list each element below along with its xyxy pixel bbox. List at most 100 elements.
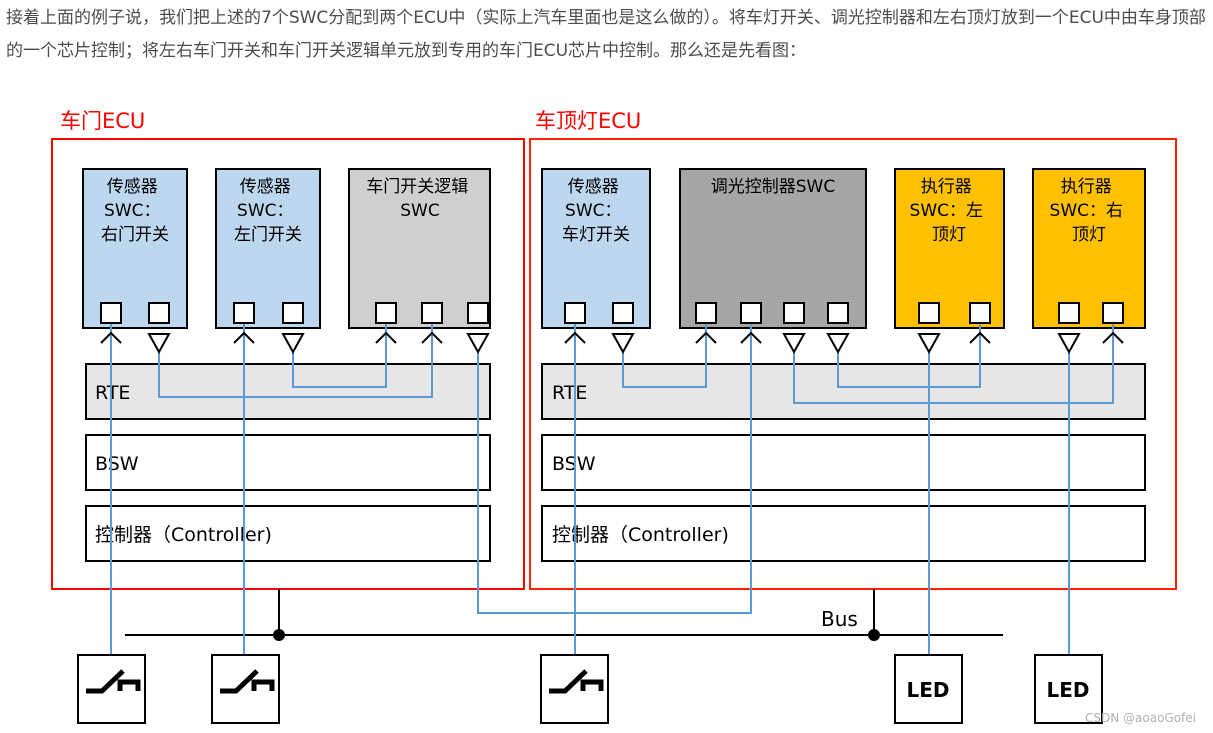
door-bsw-layer: [85, 434, 491, 491]
light-switch-device: [540, 654, 609, 724]
sender-triangle-icon: [611, 333, 635, 355]
swc-door-switch-logic-line2: SWC: [400, 201, 439, 221]
connector-rte-light-switch-to-dimmer: [622, 323, 707, 388]
intro-paragraph: 接着上面的例子说，我们把上述的7个SWC分配到两个ECU中（实际上汽车里面也是这…: [6, 8, 1206, 61]
svg-text:执行器 SWC：左 顶灯: 执行器 SWC：左 顶灯: [910, 177, 989, 245]
port-left-door-in: [282, 302, 304, 324]
right-door-switch-device: [77, 654, 146, 724]
swc-door-switch-logic: [348, 168, 491, 329]
port-dimmer-2: [740, 302, 762, 324]
roof-rte-label: RTE: [552, 382, 587, 404]
sender-triangle-icon: [1057, 333, 1081, 355]
swc-left-roof-lamp-actuator: [894, 168, 1005, 329]
swc-right-door-switch-line1: 传感器: [107, 177, 158, 197]
svg-text:执行器 SWC：右 顶灯: 执行器 SWC：右 顶灯: [1050, 177, 1129, 245]
switch-icon: [220, 669, 275, 694]
swc-dimmer-controller: [679, 168, 867, 329]
swc-left-door-switch-line1: 传感器: [240, 177, 291, 197]
swc-left-door-switch: [215, 168, 321, 329]
port-right-lamp-1: [1058, 302, 1080, 324]
swc-right-roof-lamp-line2: SWC：右: [1050, 201, 1123, 221]
left-led-device: [894, 654, 963, 724]
svg-text:车门开关逻辑 SWC: 车门开关逻辑 SWC: [366, 177, 473, 221]
port-dimmer-3: [783, 302, 805, 324]
door-bsw-label: BSW: [95, 453, 139, 475]
port-left-lamp-2: [969, 302, 991, 324]
roof-bsw-label: BSW: [552, 453, 596, 475]
swc-light-switch: [541, 168, 651, 329]
sender-triangle-icon: [917, 333, 941, 355]
port-left-lamp-1: [918, 302, 940, 324]
receiver-arrow-icon: [564, 331, 586, 344]
port-logic-3: [467, 302, 489, 324]
roof-bsw-layer: [541, 434, 1146, 491]
port-right-door-out: [100, 302, 122, 324]
swc-right-door-switch-line2: SWC：: [104, 201, 160, 221]
bus-label: Bus: [821, 607, 858, 631]
left-led-label: LED: [906, 678, 949, 702]
door-ecu-frame: [51, 138, 525, 590]
svg-text:传感器 SWC： 右门开关: 传感器 SWC： 右门开关: [101, 177, 169, 245]
receiver-arrow-icon: [375, 331, 397, 344]
port-right-door-in: [148, 302, 170, 324]
roof-lamp-ecu-frame: [529, 138, 1177, 590]
swc-right-roof-lamp-line3: 顶灯: [1072, 225, 1106, 245]
swc-left-roof-lamp-line2: SWC：左: [910, 201, 983, 221]
port-light-switch-in: [612, 302, 634, 324]
left-door-switch-device: [211, 654, 280, 724]
port-dimmer-4: [827, 302, 849, 324]
sender-triangle-icon: [826, 333, 850, 355]
door-bus-junction: [273, 629, 285, 641]
svg-text:传感器 SWC： 左门开关: 传感器 SWC： 左门开关: [234, 177, 302, 245]
connector-rte-dimmer-to-left-lamp: [837, 323, 981, 388]
port-light-switch-out: [564, 302, 586, 324]
connector-rte-left-door-to-logic: [292, 323, 387, 388]
swc-left-roof-lamp-line3: 顶灯: [932, 225, 966, 245]
roof-lamp-ecu-title: 车顶灯ECU: [535, 109, 641, 133]
sender-triangle-icon: [466, 333, 490, 355]
receiver-arrow-icon: [100, 331, 122, 344]
swc-left-door-switch-line3: 左门开关: [234, 225, 302, 245]
swc-door-switch-logic-line1: 车门开关逻辑: [366, 177, 468, 197]
door-controller-layer: [85, 505, 491, 562]
receiver-arrow-icon: [695, 331, 717, 344]
sender-triangle-icon: [281, 333, 305, 355]
receiver-arrow-icon: [969, 331, 991, 344]
swc-light-switch-line1: 传感器: [568, 177, 619, 197]
roof-bus-junction: [868, 629, 880, 641]
svg-text:传感器 SWC： 车灯开关: 传感器 SWC： 车灯开关: [562, 177, 630, 245]
sender-triangle-icon: [147, 333, 171, 355]
watermark: CSDN @aoaoGofei: [1085, 711, 1196, 725]
swc-right-roof-lamp-line1: 执行器: [1061, 177, 1112, 197]
swc-right-door-switch: [82, 168, 188, 329]
switch-icon: [549, 669, 604, 694]
swc-right-door-switch-line3: 右门开关: [101, 225, 169, 245]
roof-rte-layer: [541, 363, 1146, 420]
swc-right-roof-lamp-actuator: [1032, 168, 1146, 329]
receiver-arrow-icon: [233, 331, 255, 344]
swc-left-roof-lamp-line1: 执行器: [921, 177, 972, 197]
door-controller-label: 控制器（Controller): [95, 524, 272, 546]
sender-triangle-icon: [782, 333, 806, 355]
port-dimmer-1: [695, 302, 717, 324]
swc-light-switch-line3: 车灯开关: [562, 225, 630, 245]
connector-rte-dimmer-to-right-lamp: [793, 323, 1114, 404]
receiver-arrow-icon: [740, 331, 762, 344]
swc-dimmer-controller-label: 调光控制器SWC: [711, 177, 835, 197]
roof-controller-label: 控制器（Controller): [552, 524, 729, 546]
switch-icon: [86, 669, 141, 694]
roof-controller-layer: [541, 505, 1146, 562]
door-ecu-title: 车门ECU: [60, 109, 145, 133]
receiver-arrow-icon: [421, 331, 443, 344]
right-led-device: [1034, 654, 1103, 724]
port-right-lamp-2: [1102, 302, 1124, 324]
right-led-label: LED: [1046, 678, 1089, 702]
swc-left-door-switch-line2: SWC：: [237, 201, 293, 221]
port-logic-1: [375, 302, 397, 324]
port-left-door-out: [233, 302, 255, 324]
connector-door-logic-to-dimmer: [477, 323, 752, 614]
door-rte-layer: [85, 363, 491, 420]
port-logic-2: [421, 302, 443, 324]
receiver-arrow-icon: [1102, 331, 1124, 344]
connector-rte-right-door-to-logic: [158, 323, 433, 398]
